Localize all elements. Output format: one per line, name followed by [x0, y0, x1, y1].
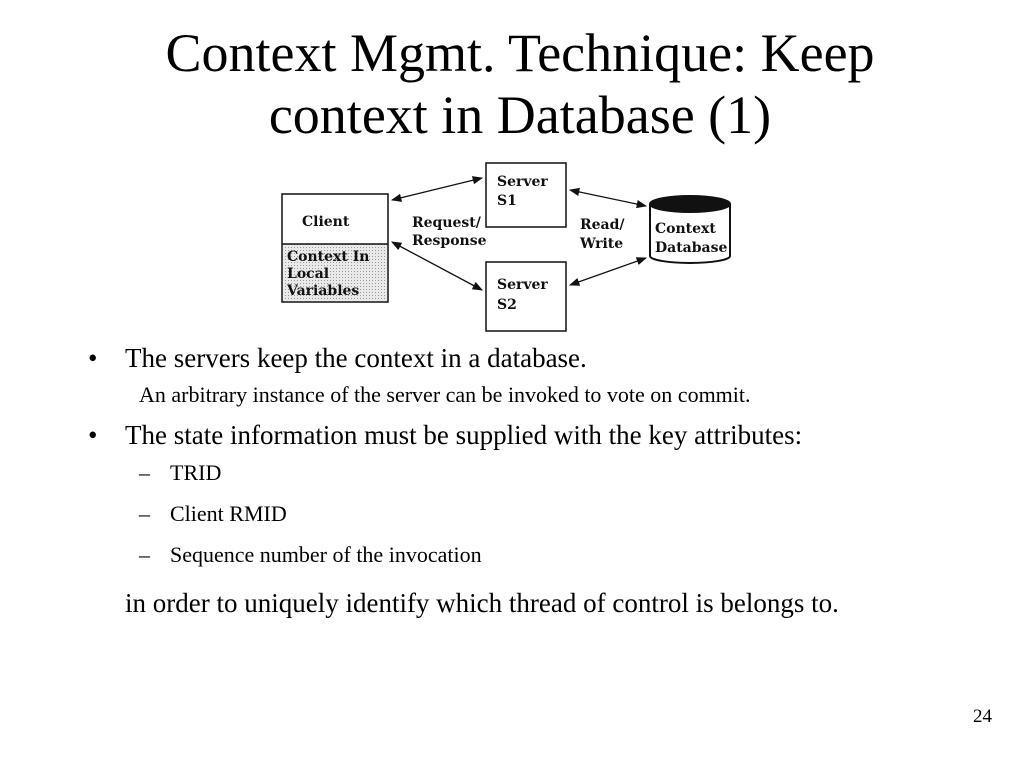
context-database-cylinder: Context Database [649, 195, 731, 264]
client-context-line-2: Local [287, 266, 329, 282]
request-response-label-1: Request/ [412, 215, 482, 231]
client-context-line-3: Variables [286, 283, 359, 299]
server-s2-box: Server S2 [485, 261, 567, 332]
context-database-diagram: Client Context In Local Variables Server… [281, 162, 731, 332]
key-attributes-list: TRID Client RMID Sequence number of the … [125, 459, 968, 569]
read-write-label-1: Read/ [580, 217, 625, 233]
title-line-1: Context Mgmt. Technique: Keep [165, 23, 875, 83]
server-s1-label: Server [497, 174, 548, 190]
bullet-item-state-info: The state information must be supplied w… [88, 417, 968, 624]
bullet-tail-text: in order to uniquely identify which thre… [125, 588, 839, 618]
client-context-line-1: Context In [287, 249, 369, 265]
bullet-list: The servers keep the context in a databa… [88, 340, 968, 624]
title-line-2: context in Database (1) [268, 85, 772, 145]
client-box: Client Context In Local Variables [281, 193, 389, 303]
bullet-text: The servers keep the context in a databa… [125, 343, 587, 373]
s2-database-arrow [569, 257, 647, 286]
page-number: 24 [973, 706, 992, 727]
client-label: Client [302, 214, 350, 230]
request-response-label-2: Response [412, 233, 487, 249]
sub-item-client-rmid: Client RMID [125, 500, 968, 528]
bullet-text: The state information must be supplied w… [125, 420, 803, 450]
bullet-note: An arbitrary instance of the server can … [139, 382, 751, 407]
server-s1-box: Server S1 [485, 162, 567, 228]
client-s1-arrow [390, 176, 484, 202]
database-label-line-2: Database [655, 240, 727, 256]
bullet-item-database: The servers keep the context in a databa… [88, 340, 968, 409]
client-s2-arrow [391, 241, 483, 291]
sub-item-trid: TRID [125, 459, 968, 487]
server-s2-id: S2 [497, 297, 517, 313]
sub-item-sequence-number: Sequence number of the invocation [125, 541, 968, 569]
s1-database-arrow [568, 187, 648, 209]
read-write-label-2: Write [579, 236, 623, 252]
client-context-area [283, 244, 387, 301]
server-s1-id: S1 [497, 193, 517, 209]
server-s2-label: Server [497, 277, 548, 293]
slide-title: Context Mgmt. Technique: Keep context in… [60, 22, 980, 146]
database-label-line-1: Context [655, 221, 716, 237]
